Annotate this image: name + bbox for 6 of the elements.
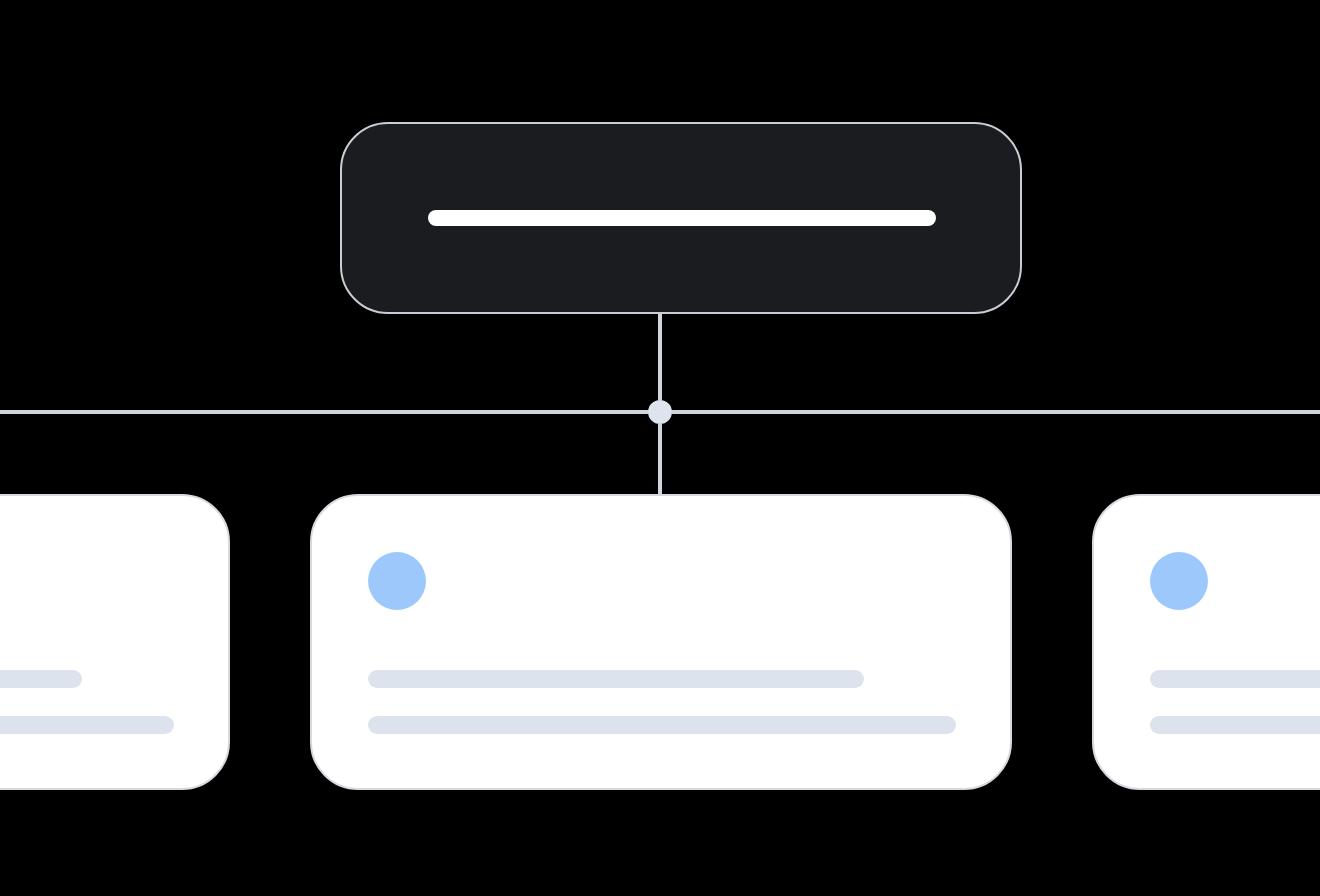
connector-line (0, 410, 648, 414)
child-card (310, 494, 1012, 790)
connector-line (658, 424, 662, 494)
parent-node-box (340, 122, 1022, 314)
connector-line (658, 314, 662, 400)
connector-line (672, 410, 1320, 414)
